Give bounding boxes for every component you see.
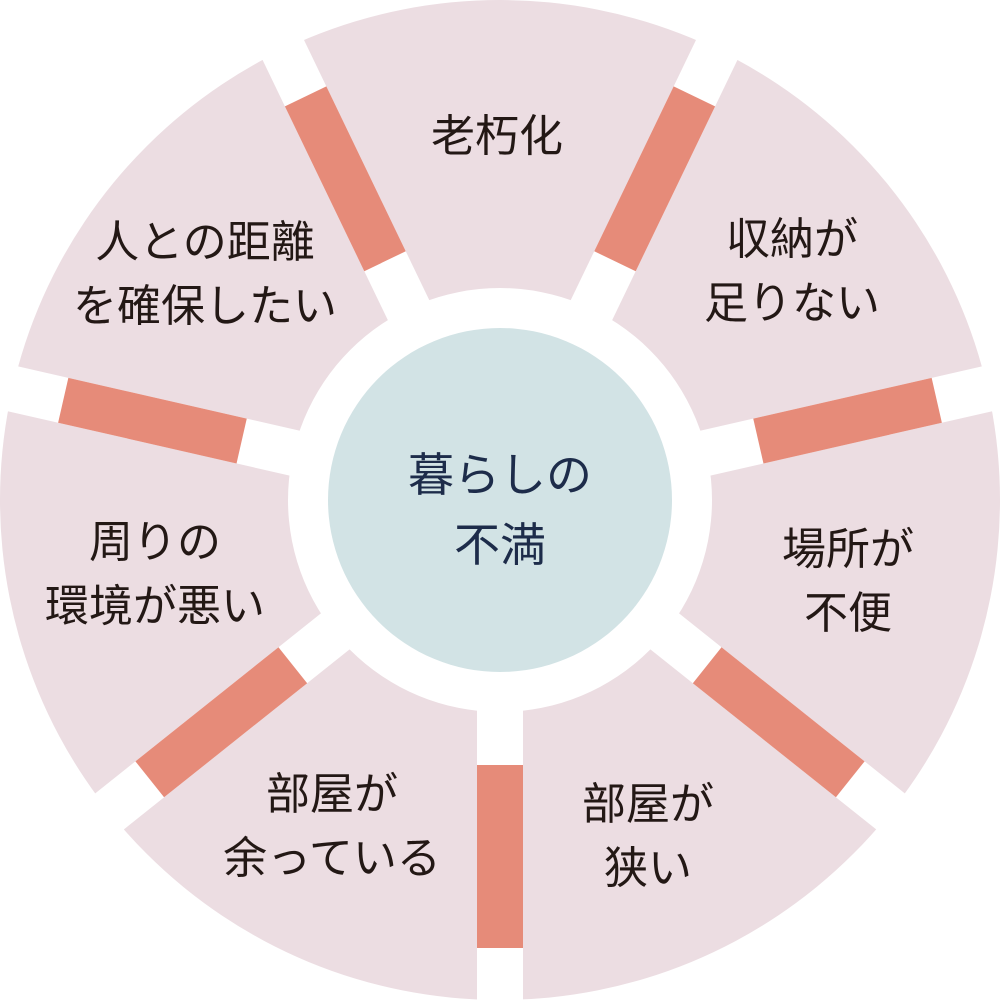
center-line-2: 不満	[454, 518, 546, 572]
segment-label-room-extra: 部屋が 余っている	[223, 763, 441, 891]
segment-label-distance: 人との距離 を確保したい	[73, 211, 337, 339]
connector-bar	[692, 647, 865, 798]
label-line: 周りの	[89, 517, 221, 568]
center-line-1: 暮らしの	[408, 448, 592, 502]
label-line: 環境が悪い	[45, 581, 265, 632]
label-line: 老朽化	[431, 111, 563, 162]
label-line: 部屋が	[582, 779, 714, 830]
connector-bar	[477, 765, 523, 948]
label-line: 人との距離	[95, 217, 315, 268]
segment-label-environment: 周りの 環境が悪い	[45, 511, 265, 639]
center-label: 暮らしの 不満	[408, 440, 592, 580]
connector-bar	[594, 86, 716, 272]
center-circle	[328, 328, 672, 672]
connector-bar	[58, 377, 247, 464]
segment-label-room-small: 部屋が 狭い	[582, 773, 714, 901]
label-line: 場所が	[782, 524, 914, 575]
segment-label-storage: 収納が 足りない	[704, 208, 880, 336]
label-line: 不便	[804, 588, 892, 639]
segment-label-aging: 老朽化	[431, 105, 563, 169]
connector-bar	[135, 647, 308, 798]
label-line: 部屋が	[266, 769, 398, 820]
label-line: 足りない	[704, 278, 880, 329]
connector-bar	[284, 86, 406, 272]
segment-label-location: 場所が 不便	[782, 518, 914, 646]
label-line: 余っている	[223, 833, 441, 884]
label-line: を確保したい	[73, 281, 337, 332]
connector-bar	[753, 377, 942, 464]
label-line: 収納が	[726, 214, 858, 265]
label-line: 狭い	[604, 843, 692, 894]
